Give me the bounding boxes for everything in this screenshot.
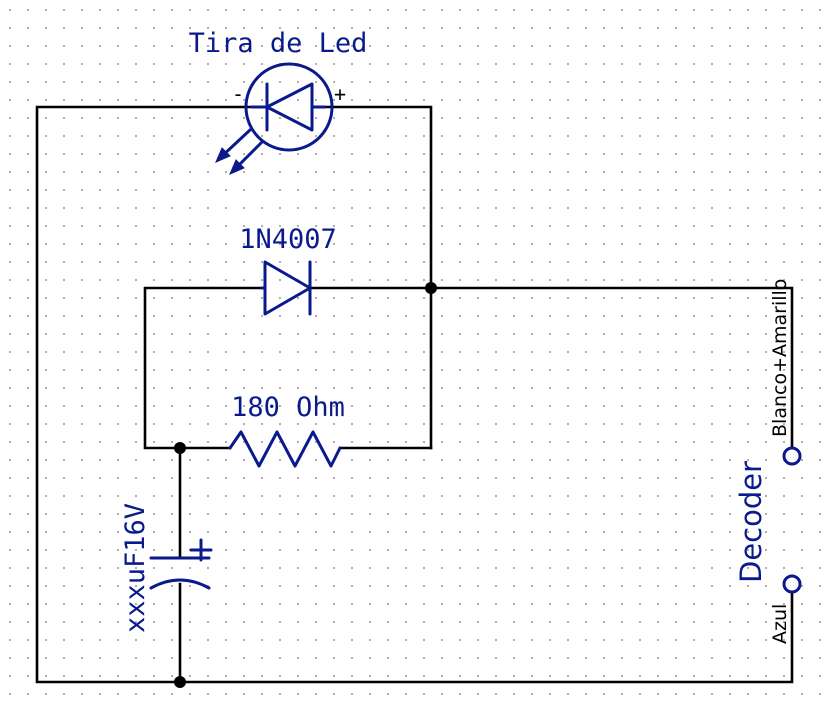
wire-bottom-return bbox=[178, 590, 794, 684]
decoder-terminal-bottom bbox=[782, 574, 802, 594]
decoder-pin-bottom-label: Azul bbox=[769, 604, 791, 644]
wires bbox=[35, 105, 794, 684]
led-strip: Tira de Led - + bbox=[189, 28, 368, 175]
decoder-connector: Decoder Blanco+Amarillo Azul bbox=[734, 279, 802, 644]
junction-ground-node bbox=[174, 676, 186, 688]
capacitor: xxxuF16V bbox=[120, 503, 213, 633]
light-emission-arrows bbox=[215, 128, 264, 175]
diode-1n4007: 1N4007 bbox=[239, 224, 337, 316]
wire-diode-left bbox=[143, 286, 264, 450]
diode-label: 1N4007 bbox=[239, 224, 337, 255]
led-plus-sign: + bbox=[334, 82, 346, 106]
led-strip-label: Tira de Led bbox=[189, 28, 368, 59]
led-minus-sign: - bbox=[232, 82, 244, 106]
wire-top-left-loop bbox=[35, 105, 254, 684]
capacitor-label: xxxuF16V bbox=[120, 503, 151, 633]
wire-top-right bbox=[323, 105, 433, 450]
junction-resistor-node bbox=[174, 442, 186, 454]
decoder-pin-top-label: Blanco+Amarillo bbox=[769, 279, 791, 437]
resistor-180-ohm: 180 Ohm bbox=[228, 392, 345, 468]
junction-diode-node bbox=[425, 282, 437, 294]
decoder-terminal-top bbox=[782, 446, 802, 466]
decoder-label: Decoder bbox=[734, 461, 768, 583]
resistor-label: 180 Ohm bbox=[231, 392, 345, 423]
wire-diode-right bbox=[308, 286, 794, 450]
